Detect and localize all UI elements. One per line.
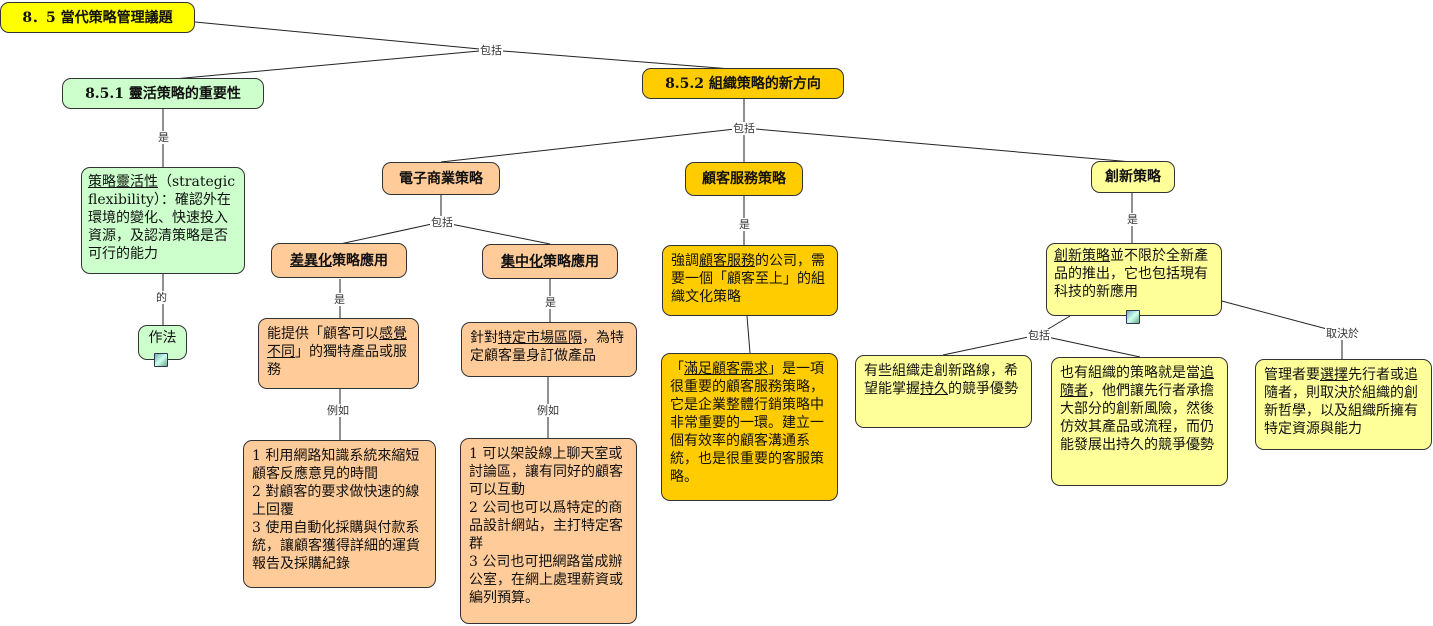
flex-method-label: 作法 <box>148 330 177 346</box>
innov-a-term: 持久 <box>920 381 948 397</box>
diff-title-term: 差異化 <box>290 252 332 269</box>
innov-b-term: 追隨者 <box>1060 365 1214 399</box>
ecommerce-topic[interactable]: 電子商業策略 <box>382 162 500 195</box>
innov-c-term: 選擇 <box>1320 367 1348 383</box>
service-desc-pre: 強調 <box>671 253 699 269</box>
innovation-title: 創新策略 <box>1105 169 1161 185</box>
diff-title-text: 策略應用 <box>332 252 388 269</box>
innov-b-pre: 也有組織的策略就是當 <box>1060 365 1200 381</box>
innovation-leader[interactable]: 有些組織走創新路線，希望能掌握持久的競爭優勢 <box>855 355 1032 428</box>
service-detail-pre: 「 <box>670 361 684 377</box>
link-innov-depends <box>1217 299 1343 334</box>
link-include-innovation <box>743 127 1133 163</box>
link-label-include-innovation: 包括 <box>1027 329 1051 342</box>
ecommerce-title: 電子商業策略 <box>399 170 483 187</box>
focus-topic[interactable]: 集中化策略應用 <box>482 244 618 279</box>
diff-description[interactable]: 能提供「顧客可以感覺不同」的獨特產品或服務 <box>258 318 419 389</box>
root-title: 8．5 當代策略管理議題 <box>22 9 173 26</box>
flex-method[interactable]: 作法 <box>138 325 187 360</box>
focus-title-term: 集中化 <box>501 253 543 270</box>
link-label-of: 的 <box>155 291 168 304</box>
innov-c-pre: 管理者要 <box>1264 367 1320 383</box>
link-include-a <box>942 334 1039 356</box>
innovation-topic[interactable]: 創新策略 <box>1091 161 1175 193</box>
link-label-is-diff: 是 <box>333 293 346 306</box>
image-icon[interactable] <box>154 353 168 367</box>
link-label-example-diff: 例如 <box>326 404 350 417</box>
diff-topic[interactable]: 差異化策略應用 <box>271 243 407 278</box>
innov-b-post: ，他們讓先行者承擔大部分的創新風險，然後仿效其產品或流程，而仍能發展出持久的競爭… <box>1060 383 1214 453</box>
org-topic[interactable]: 8.5.2 組織策略的新方向 <box>642 68 844 99</box>
flex-definition[interactable]: 策略靈活性（strategic flexibility）：確認外在環境的變化、快… <box>81 167 245 274</box>
innov-c-post: 先行者或追隨者，則取決於組織的創新哲學，以及組織所擁有特定資源與能力 <box>1264 367 1418 437</box>
service-topic[interactable]: 顧客服務策略 <box>685 162 803 196</box>
link-label-is-flex: 是 <box>157 131 170 144</box>
link-include-focus <box>440 221 551 245</box>
link-include-flex <box>162 49 491 81</box>
diff-desc-post: 」的獨特產品或服務 <box>267 344 407 378</box>
link-label-include-ecommerce: 包括 <box>430 216 454 229</box>
link-include-org <box>489 49 745 71</box>
service-detail-post: 」是一項很重要的顧客服務策略，它是企業整體行銷策略中非常重要的一環。建立一個有效… <box>670 361 824 485</box>
link-label-is-service: 是 <box>738 218 751 231</box>
innovation-choice[interactable]: 管理者要選擇先行者或追隨者，則取決於組織的創新哲學，以及組織所擁有特定資源與能力 <box>1255 359 1432 450</box>
focus-examples[interactable]: 1 可以架設線上聊天室或討論區，讓有同好的顧客可以互動 2 公司也可以爲特定的商… <box>460 438 637 624</box>
flex-def-term: 策略靈活性 <box>88 174 158 190</box>
link-include-ecommerce <box>440 127 745 163</box>
service-desc-term: 顧客服務 <box>699 253 755 269</box>
diff-desc-pre: 能提供「顧客可以 <box>267 326 379 342</box>
link-label-example-focus: 例如 <box>536 404 560 417</box>
innov-a-pre: 有些組織走創新路線，希望能掌握 <box>864 363 1018 397</box>
innov-desc-text: 並不限於全新產品的推出，它也包括現有科技的新應用 <box>1054 248 1208 300</box>
service-desc-post: 的公司，需要一個「顧客至上」的組織文化策略 <box>671 253 825 305</box>
link-include-b <box>1037 334 1141 358</box>
link-label-is-innovation: 是 <box>1126 213 1139 226</box>
innovation-description[interactable]: 創新策略並不限於全新產品的推出，它也包括現有科技的新應用 <box>1046 243 1222 316</box>
diff-desc-term: 感覺不同 <box>267 326 407 360</box>
link-service-detail <box>746 315 751 354</box>
focus-desc-post: ，為特定顧客量身訂做產品 <box>470 330 624 364</box>
link-label-include-org: 包括 <box>732 122 756 135</box>
service-title: 顧客服務策略 <box>702 171 786 187</box>
root-topic[interactable]: 8．5 當代策略管理議題 <box>0 2 195 33</box>
service-detail[interactable]: 「滿足顧客需求」是一項很重要的顧客服務策略，它是企業整體行銷策略中非常重要的一環… <box>661 353 838 501</box>
service-description[interactable]: 強調顧客服務的公司，需要一個「顧客至上」的組織文化策略 <box>662 245 838 316</box>
focus-desc-term: 特定市場區隔 <box>498 330 582 346</box>
innov-desc-term: 創新策略 <box>1054 248 1110 264</box>
org-title: 8.5.2 組織策略的新方向 <box>665 75 821 92</box>
focus-description[interactable]: 針對特定市場區隔，為特定顧客量身訂做產品 <box>461 322 637 377</box>
focus-title-text: 策略應用 <box>543 253 599 270</box>
link-label-depends: 取決於 <box>1325 327 1360 340</box>
link-label-is-focus: 是 <box>544 296 557 309</box>
link-label-include-root: 包括 <box>479 44 503 57</box>
link-root-include <box>194 21 491 51</box>
service-detail-term: 滿足顧客需求 <box>684 361 768 377</box>
flex-title: 8.5.1 靈活策略的重要性 <box>85 85 241 102</box>
flex-def-text: （strategic flexibility）：確認外在環境的變化、快速投入資源… <box>88 174 236 262</box>
link-include-diff <box>339 221 442 245</box>
focus-desc-pre: 針對 <box>470 330 498 346</box>
innovation-follower[interactable]: 也有組織的策略就是當追隨者，他們讓先行者承擔大部分的創新風險，然後仿效其產品或流… <box>1051 357 1228 486</box>
image-icon[interactable] <box>1126 310 1140 324</box>
diff-examples[interactable]: 1 利用網路知識系統來縮短顧客反應意見的時間 2 對顧客的要求做快速的線上回覆 … <box>243 440 436 588</box>
innov-a-post: 的競爭優勢 <box>948 381 1018 397</box>
flex-topic[interactable]: 8.5.1 靈活策略的重要性 <box>62 78 264 109</box>
